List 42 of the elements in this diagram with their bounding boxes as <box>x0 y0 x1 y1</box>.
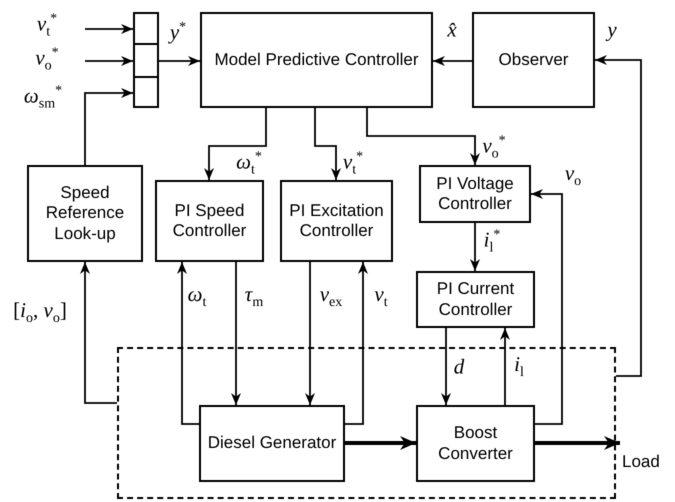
box-label: Boost Converter <box>437 423 514 464</box>
box-label: PI Speed Controller <box>172 200 248 242</box>
arrow <box>500 328 510 405</box>
arrow <box>177 262 199 425</box>
box-label: Load <box>622 452 660 472</box>
plant-boundary <box>117 347 616 499</box>
multiplexer-block <box>133 12 159 108</box>
process-box <box>419 165 531 223</box>
process-box <box>155 180 264 262</box>
arrow <box>85 24 133 34</box>
arrow <box>531 189 563 425</box>
arrow <box>159 56 200 66</box>
arrow <box>366 108 480 165</box>
process-box <box>472 12 595 108</box>
box-label: PI Excitation Controller <box>288 200 385 242</box>
process-box <box>27 165 143 262</box>
box-label: Speed Reference Look-up <box>44 182 126 244</box>
arrow <box>84 88 133 165</box>
arrow <box>441 328 451 405</box>
arrow <box>85 56 133 66</box>
signal-label: y$^{*}$ <box>168 21 188 43</box>
arrow <box>80 262 117 404</box>
arrow <box>345 436 416 450</box>
arrow <box>231 262 241 405</box>
box-label: Diesel Generator <box>208 433 336 454</box>
arrow <box>433 56 472 66</box>
arrow <box>314 108 341 180</box>
box-label: Model Predictive Controller <box>214 50 419 70</box>
arrow <box>470 223 480 271</box>
arrow <box>204 108 267 180</box>
arrow <box>345 262 368 425</box>
box-label: PI Current Controller <box>436 279 516 320</box>
process-box <box>199 405 345 482</box>
box-label: Observer <box>498 50 568 70</box>
box-label: PI Voltage Controller <box>435 174 515 214</box>
process-box <box>416 405 535 482</box>
arrow <box>595 55 642 377</box>
process-box <box>200 12 433 108</box>
arrow <box>535 436 620 450</box>
arrow <box>305 262 315 405</box>
process-box <box>416 271 535 328</box>
process-box <box>280 180 393 262</box>
